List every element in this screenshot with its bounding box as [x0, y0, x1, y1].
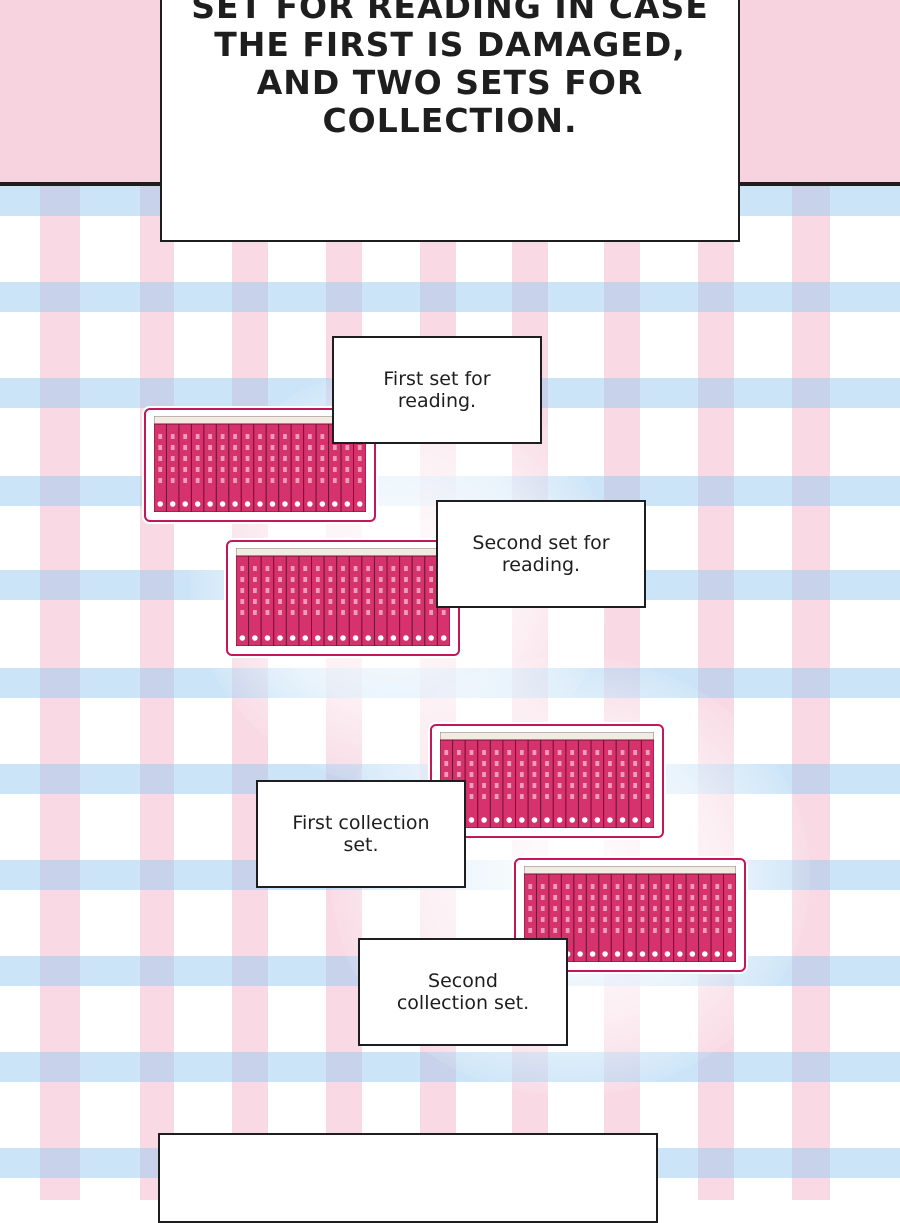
book-spine	[590, 739, 605, 828]
book-spine	[585, 873, 600, 962]
book-spine	[698, 873, 712, 962]
book-spine	[165, 423, 180, 512]
narration-caption-text: SET FOR READING IN CASE THE FIRST IS DAM…	[191, 0, 709, 140]
book-spine	[598, 873, 612, 962]
book-spine	[215, 423, 230, 512]
book-spine	[673, 873, 687, 962]
book-spine	[710, 873, 725, 962]
book-spine	[610, 873, 625, 962]
book-spine	[489, 739, 504, 828]
book-spine	[303, 423, 317, 512]
book-spine	[361, 555, 375, 646]
book-spine	[685, 873, 700, 962]
book-spines-illustration	[236, 548, 450, 646]
narration-caption-box: SET FOR READING IN CASE THE FIRST IS DAM…	[160, 0, 740, 242]
book-spine	[190, 423, 205, 512]
book-spine	[154, 423, 167, 512]
book-spine	[228, 423, 242, 512]
label-second-collection-set: Second collection set.	[358, 938, 568, 1046]
book-spine	[178, 423, 192, 512]
book-spine	[273, 555, 287, 646]
book-spines-illustration	[154, 416, 366, 512]
book-spine	[260, 555, 275, 646]
book-spine	[285, 555, 300, 646]
book-spine	[265, 423, 280, 512]
blue-stripe	[0, 282, 900, 312]
book-spine	[635, 873, 650, 962]
book-spine	[660, 873, 675, 962]
book-tops	[236, 548, 450, 557]
book-spine	[240, 423, 255, 512]
book-spine	[540, 739, 554, 828]
book-spine	[648, 873, 662, 962]
book-set-second-reading	[226, 540, 460, 656]
label-first-reading-set: First set for reading.	[332, 336, 542, 444]
book-spine	[298, 555, 313, 646]
book-spine	[399, 555, 413, 646]
book-spine	[615, 739, 630, 828]
book-tops	[440, 732, 654, 741]
book-spine	[253, 423, 267, 512]
book-spine	[236, 555, 250, 646]
book-spine	[290, 423, 305, 512]
label-text: Second set for reading.	[472, 532, 610, 576]
book-spine	[565, 739, 579, 828]
book-spine	[315, 423, 330, 512]
book-spine	[723, 873, 736, 962]
book-spine	[203, 423, 217, 512]
book-spine	[464, 739, 479, 828]
book-spine	[603, 739, 617, 828]
book-spines-illustration	[440, 732, 654, 828]
book-spine	[623, 873, 637, 962]
label-text: Second collection set.	[396, 970, 530, 1014]
label-first-collection-set: First collection set.	[256, 780, 466, 888]
book-spine	[628, 739, 642, 828]
next-caption-box	[158, 1133, 658, 1223]
label-text: First set for reading.	[383, 368, 491, 412]
book-spine	[336, 555, 350, 646]
book-spine	[278, 423, 292, 512]
label-second-reading-set: Second set for reading.	[436, 500, 646, 608]
book-spine	[311, 555, 325, 646]
book-spine	[477, 739, 491, 828]
book-spine	[386, 555, 401, 646]
book-spine	[348, 555, 363, 646]
book-spine	[411, 555, 426, 646]
book-spine	[552, 739, 567, 828]
book-spine	[515, 739, 529, 828]
book-spine	[502, 739, 517, 828]
book-spine	[527, 739, 542, 828]
book-spine	[577, 739, 592, 828]
book-spine	[640, 739, 654, 828]
book-spine	[373, 555, 388, 646]
book-spine	[323, 555, 338, 646]
book-set-second-collection	[514, 858, 746, 972]
book-spine	[248, 555, 262, 646]
book-spine	[573, 873, 587, 962]
book-tops	[524, 866, 736, 875]
label-text: First collection set.	[292, 812, 430, 856]
